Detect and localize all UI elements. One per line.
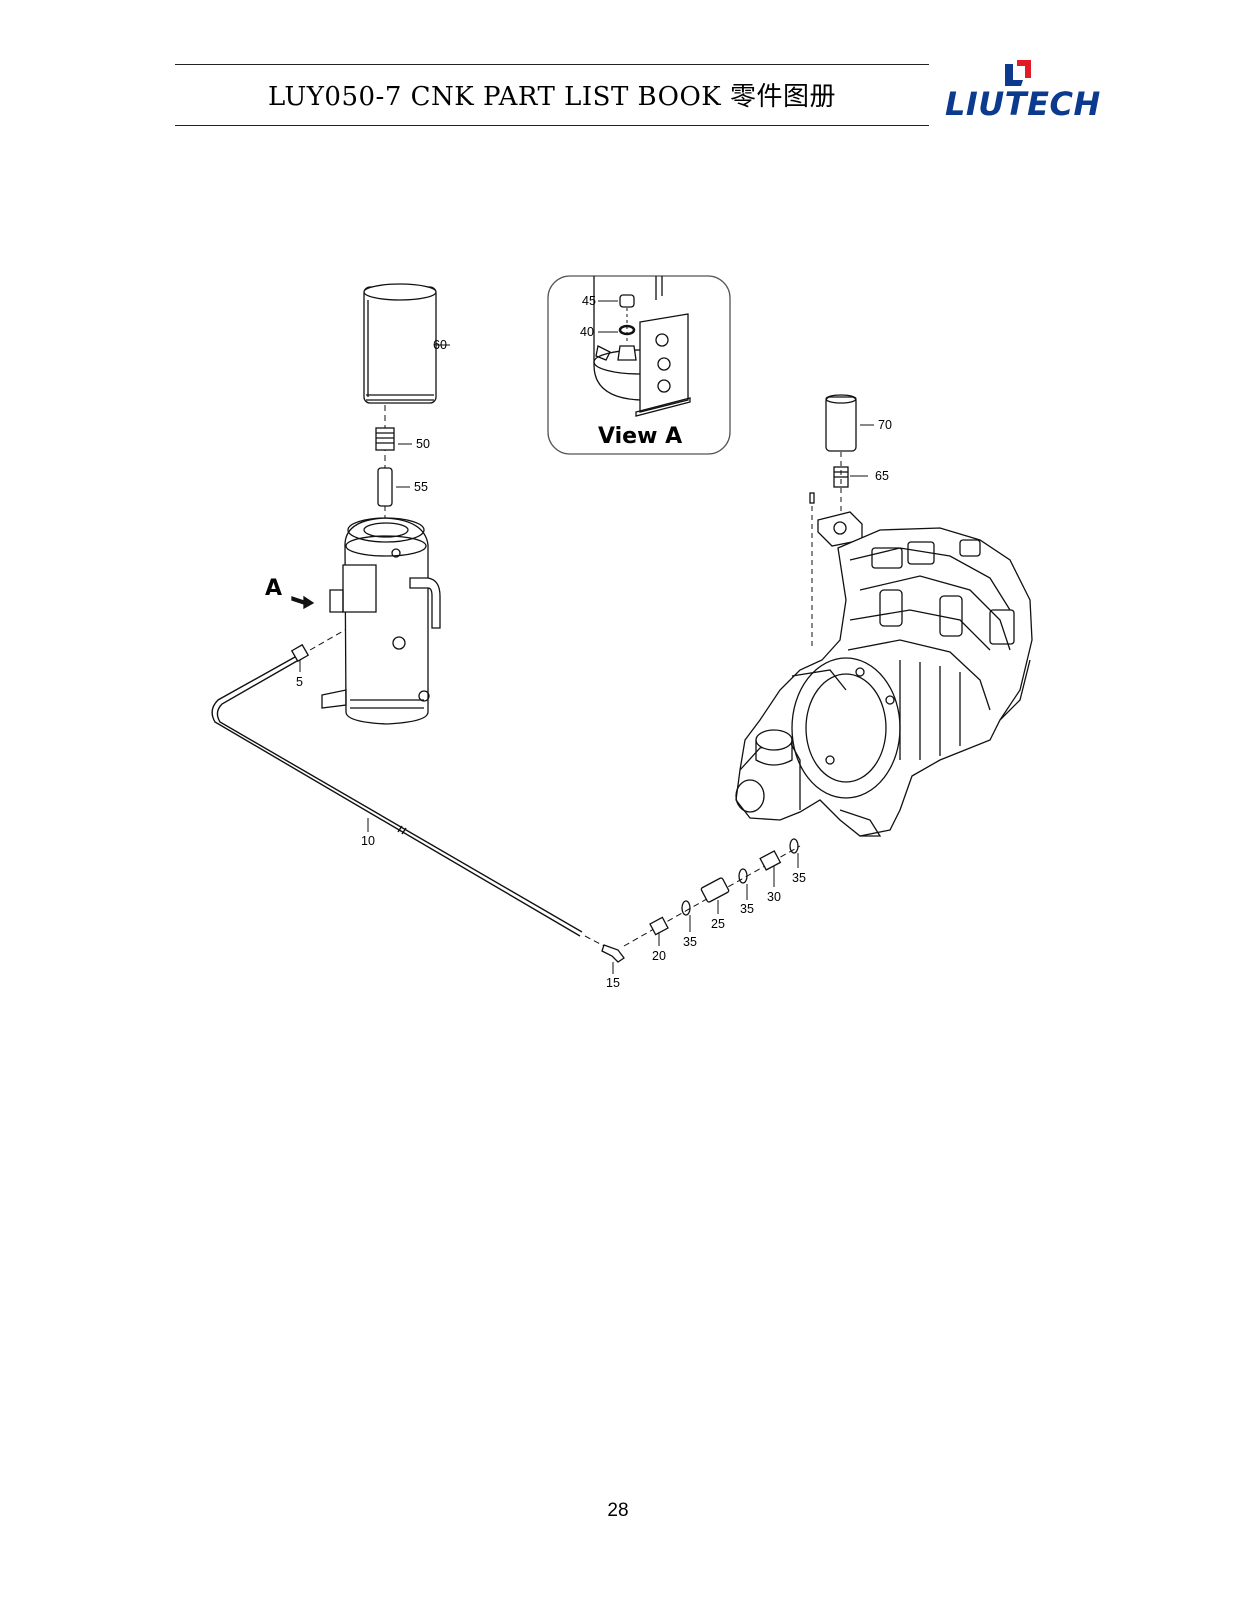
callout-15: 15: [606, 976, 620, 990]
callout-55: 55: [414, 480, 428, 494]
callout-50: 50: [416, 437, 430, 451]
separator-tank: [321, 517, 441, 725]
view-a-arrow: [291, 595, 315, 610]
view-a-caption: View A: [598, 424, 683, 449]
washer-35-a: [681, 900, 691, 932]
callout-5: 5: [296, 675, 303, 689]
washer-35-c: [789, 838, 799, 868]
view-a-detail-panel: [547, 275, 731, 455]
callout-40: 40: [580, 325, 594, 339]
nipple-50: [375, 427, 412, 451]
fitting-30: [759, 850, 782, 887]
page-number: 28: [607, 1500, 629, 1521]
fitting-20: [649, 916, 669, 946]
callout-45: 45: [582, 294, 596, 308]
filter-element-60: [363, 283, 450, 404]
header-rule-bottom: [175, 125, 929, 126]
nipple-65: [833, 452, 868, 520]
elbow-15: [584, 935, 625, 974]
header-rule-top: [175, 64, 929, 65]
engine-airend-assembly: [735, 492, 1033, 837]
adapter-25: [700, 877, 730, 914]
callout-35-b: 35: [740, 902, 754, 916]
washer-35-b: [738, 868, 748, 900]
tube-55: [377, 467, 410, 507]
callout-70: 70: [878, 418, 892, 432]
callout-25: 25: [711, 917, 725, 931]
hose-10: [211, 656, 583, 937]
document-title: LUY050-7 CNK PART LIST BOOK 零件图册: [268, 82, 836, 112]
liutech-logo: LIUTECH: [945, 58, 1101, 124]
fitting-5: [290, 629, 346, 672]
callout-30: 30: [767, 890, 781, 904]
callout-60: 60: [433, 338, 447, 352]
callout-35-a: 35: [683, 935, 697, 949]
callout-65: 65: [875, 469, 889, 483]
callout-10: 10: [361, 834, 375, 848]
view-a-marker: A: [265, 576, 283, 601]
callout-35-c: 35: [792, 871, 806, 885]
filter-70: [825, 394, 874, 452]
logo-mark-icon: [1005, 60, 1031, 86]
logo-text: LIUTECH: [945, 85, 1101, 123]
callout-20: 20: [652, 949, 666, 963]
